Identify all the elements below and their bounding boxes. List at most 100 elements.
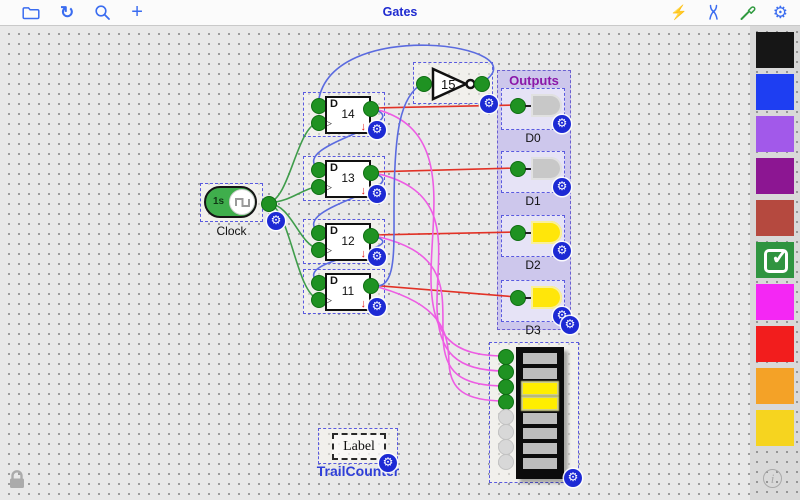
bar-input-port[interactable] xyxy=(498,424,514,440)
bar-input-port[interactable] xyxy=(498,379,514,395)
outputs-group-settings-gear[interactable]: ⚙ xyxy=(561,316,579,334)
led-d2[interactable]: ⚙ xyxy=(501,215,571,260)
bar-input-port[interactable] xyxy=(498,349,514,365)
q-output-port[interactable] xyxy=(363,228,379,244)
inverter-output-port[interactable] xyxy=(474,76,490,92)
search-icon[interactable] xyxy=(94,4,111,21)
label-caption: TrailCounter xyxy=(316,463,400,479)
palette-swatch[interactable] xyxy=(756,74,794,110)
inverter-number: 15 xyxy=(441,77,455,92)
flipflop-14[interactable]: D 14 ↓ ▷ ⚙ xyxy=(303,92,386,139)
palette-swatch[interactable] xyxy=(756,326,794,362)
palette-swatch[interactable]: ✓ xyxy=(756,242,794,278)
clock-edge-icon: ▷ xyxy=(325,295,332,305)
pliers-icon[interactable] xyxy=(705,4,722,21)
circuit-canvas[interactable]: Outputs 1s xyxy=(0,25,750,500)
outputs-group-title: Outputs xyxy=(509,73,559,88)
folder-icon[interactable] xyxy=(22,5,40,20)
info-icon[interactable]: i xyxy=(763,469,782,488)
bar-input-port[interactable] xyxy=(498,409,514,425)
flipflop-body[interactable]: D 12 ↓ ▷ xyxy=(325,223,371,261)
flipflop-number: 11 xyxy=(341,284,355,298)
toolbar: ↻ + Gates ⚡ ⚙ xyxy=(0,0,800,26)
bar-display-component[interactable]: ⚙ xyxy=(489,342,582,487)
led-body[interactable] xyxy=(531,157,562,180)
clock-edge-icon: ▷ xyxy=(325,245,332,255)
bar-display-settings-gear[interactable]: ⚙ xyxy=(564,469,582,487)
led-input-port[interactable] xyxy=(510,161,526,177)
falling-edge-icon: ↓ xyxy=(360,248,367,260)
palette-swatch[interactable] xyxy=(756,284,794,320)
bar-segment xyxy=(523,398,557,409)
wire-ff11-to-d3[interactable] xyxy=(369,284,518,298)
led-settings-gear[interactable]: ⚙ xyxy=(553,178,571,196)
bar-input-port[interactable] xyxy=(498,439,514,455)
clock-output-port[interactable] xyxy=(261,196,277,212)
wire-ff13-to-d1[interactable] xyxy=(369,167,518,173)
flipflop-settings-gear[interactable]: ⚙ xyxy=(368,121,386,139)
label-box[interactable]: Label xyxy=(332,433,386,460)
bar-input-port[interactable] xyxy=(498,394,514,410)
settings-gear-icon[interactable]: ⚙ xyxy=(772,3,788,22)
wire-ff12-to-d2[interactable] xyxy=(369,231,518,236)
flipflop-settings-gear[interactable]: ⚙ xyxy=(368,248,386,266)
flipflop-12[interactable]: D 12 ↓ ▷ ⚙ xyxy=(303,219,386,266)
square-wave-icon xyxy=(229,189,255,215)
flipflop-11[interactable]: D 11 ↓ ▷ ⚙ xyxy=(303,269,386,316)
led-settings-gear[interactable]: ⚙ xyxy=(553,242,571,260)
flipflop-settings-gear[interactable]: ⚙ xyxy=(368,185,386,203)
led-body[interactable] xyxy=(531,94,562,117)
q-output-port[interactable] xyxy=(363,101,379,117)
lock-icon[interactable] xyxy=(6,468,28,495)
wire-ff13-to-bar2[interactable] xyxy=(369,171,506,372)
flipflop-body[interactable]: D 14 ↓ ▷ xyxy=(325,96,371,134)
led-settings-gear[interactable]: ⚙ xyxy=(553,115,571,133)
led-label-d1: D1 xyxy=(525,194,541,208)
wire-ff12-to-bar3[interactable] xyxy=(369,234,506,387)
led-input-port[interactable] xyxy=(510,98,526,114)
led-input-port[interactable] xyxy=(510,290,526,306)
clock-settings-gear[interactable]: ⚙ xyxy=(267,212,285,230)
led-body[interactable] xyxy=(531,286,562,309)
redo-icon[interactable]: ↻ xyxy=(60,3,75,22)
flipflop-body[interactable]: D 11 ↓ ▷ xyxy=(325,273,371,311)
inverter-component[interactable]: 15 ⚙ xyxy=(413,62,498,113)
inverter-settings-gear[interactable]: ⚙ xyxy=(480,95,498,113)
led-label-d2: D2 xyxy=(525,258,541,272)
wire-ff11-to-bar4[interactable] xyxy=(369,284,506,402)
bar-display-bars[interactable] xyxy=(516,347,564,479)
led-input-port[interactable] xyxy=(510,225,526,241)
flipflop-settings-gear[interactable]: ⚙ xyxy=(368,298,386,316)
palette-swatch[interactable] xyxy=(756,368,794,404)
led-d0[interactable]: ⚙ xyxy=(501,88,571,133)
palette-swatch[interactable] xyxy=(756,116,794,152)
flipflop-body[interactable]: D 13 ↓ ▷ xyxy=(325,160,371,198)
clock-component[interactable]: 1s ⚙ xyxy=(200,183,285,230)
palette-swatch[interactable] xyxy=(756,158,794,194)
clock-body[interactable]: 1s xyxy=(204,186,257,218)
falling-edge-icon: ↓ xyxy=(360,298,367,310)
falling-edge-icon: ↓ xyxy=(360,185,367,197)
flipflop-13[interactable]: D 13 ↓ ▷ ⚙ xyxy=(303,156,386,203)
add-icon[interactable]: + xyxy=(131,1,143,23)
label-component[interactable]: Label ⚙ xyxy=(318,428,398,472)
bar-segment xyxy=(523,443,557,454)
bar-input-port[interactable] xyxy=(498,454,514,470)
bar-segment xyxy=(523,413,557,424)
led-d1[interactable]: ⚙ xyxy=(501,151,571,196)
led-d3[interactable]: ⚙ xyxy=(501,280,571,325)
wire-ff14-to-bar1[interactable] xyxy=(369,107,506,357)
palette-swatch[interactable] xyxy=(756,32,794,68)
palette-swatch[interactable] xyxy=(756,410,794,446)
clock-interval: 1s xyxy=(213,196,225,207)
screwdriver-icon[interactable] xyxy=(739,4,756,21)
q-output-port[interactable] xyxy=(363,278,379,294)
q-output-port[interactable] xyxy=(363,165,379,181)
run-lightning-icon[interactable]: ⚡ xyxy=(670,4,688,20)
led-body[interactable] xyxy=(531,221,562,244)
bar-input-port[interactable] xyxy=(498,364,514,380)
label-settings-gear[interactable]: ⚙ xyxy=(379,454,397,472)
falling-edge-icon: ↓ xyxy=(360,121,367,133)
palette-swatch[interactable] xyxy=(756,200,794,236)
